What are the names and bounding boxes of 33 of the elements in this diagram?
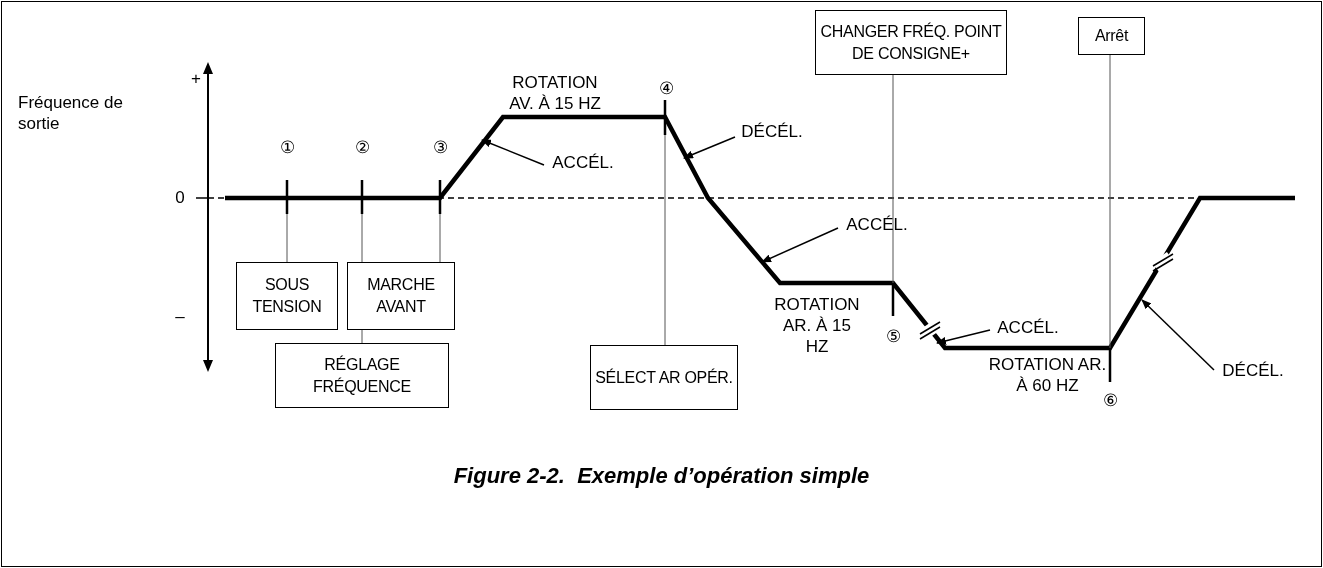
minus-sign: – [174, 306, 186, 327]
step-number: ④ [657, 78, 675, 99]
zero-label: 0 [174, 187, 186, 208]
label-box: SÉLECT AR OPÉR. [590, 345, 738, 410]
plus-sign: + [190, 68, 202, 89]
callout-text: ACCÉL. [842, 214, 912, 235]
step-number: ① [278, 137, 296, 158]
label-box: Arrêt [1078, 17, 1145, 55]
leader-line [286, 213, 288, 263]
curve-label: ROTATION AV. À 15 HZ [508, 72, 602, 114]
callout-text: DÉCÉL. [1218, 360, 1288, 381]
leader-line [892, 74, 894, 284]
arrow [761, 227, 839, 263]
callout-text: ACCÉL. [548, 152, 618, 173]
arrow [1141, 299, 1215, 371]
axis-label: Fréquence de sortie [18, 92, 124, 134]
leader-line [664, 134, 666, 346]
label-box: SOUS TENSION [236, 262, 338, 330]
leader-line [1109, 54, 1111, 349]
arrow [936, 329, 991, 345]
callout-text: ACCÉL. [993, 317, 1063, 338]
step-number: ⑤ [884, 326, 902, 347]
leader-line [439, 213, 441, 263]
step-number: ② [353, 137, 371, 158]
label-box: RÉGLAGE FRÉQUENCE [275, 343, 449, 408]
figure-caption: Figure 2-2. Exemple d’opération simple [452, 465, 871, 486]
step-number: ③ [431, 137, 449, 158]
callout-text: DÉCÉL. [737, 121, 807, 142]
arrow [683, 136, 736, 159]
label-box: MARCHE AVANT [347, 262, 455, 330]
arrow [481, 139, 545, 166]
label-box: CHANGER FRÉQ. POINT DE CONSIGNE+ [815, 10, 1007, 75]
curve-label: ROTATION AR. À 15 HZ [773, 294, 861, 357]
